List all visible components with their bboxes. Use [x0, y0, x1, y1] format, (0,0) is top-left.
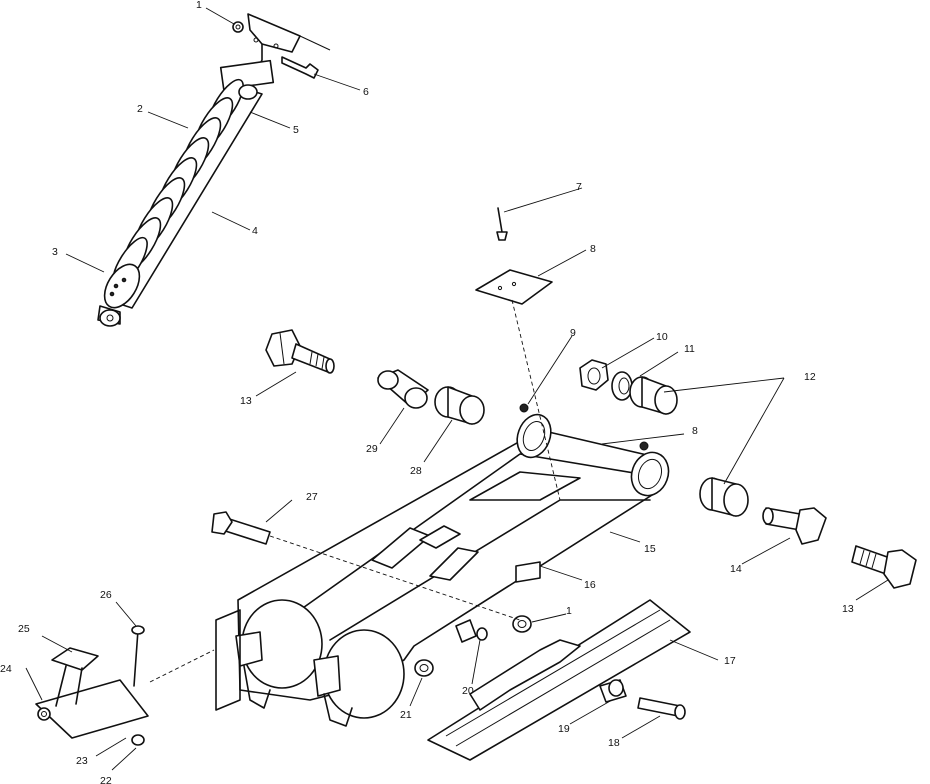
leader-lines — [25, 7, 889, 771]
nut-1-lower — [512, 615, 532, 633]
bolt-18 — [637, 697, 686, 720]
callout-8-upper: 8 — [590, 243, 596, 255]
callout-23: 23 — [76, 755, 88, 767]
upper-shock-mount — [219, 13, 331, 91]
callout-4: 4 — [252, 225, 258, 237]
slide-rail — [427, 599, 691, 761]
callout-9: 9 — [570, 327, 576, 339]
callout-12: 12 — [804, 371, 816, 383]
callout-29: 29 — [366, 443, 378, 455]
left-bracket-assembly — [35, 625, 149, 746]
callout-1-upper: 1 — [196, 0, 202, 11]
callout-10: 10 — [656, 331, 668, 343]
callout-8-lower: 8 — [692, 425, 698, 437]
cotter-pin — [496, 207, 508, 241]
shock-absorber — [97, 78, 263, 327]
bushing-28 — [434, 386, 485, 425]
callout-26: 26 — [100, 589, 112, 601]
pivot-bolt-14 — [762, 507, 827, 545]
callout-14: 14 — [730, 563, 742, 575]
pivot-bolt-right — [851, 545, 917, 589]
pivot-bolt-left — [265, 329, 335, 374]
callout-13-right: 13 — [842, 603, 854, 615]
callout-6: 6 — [363, 86, 369, 98]
nut-21 — [414, 659, 434, 677]
bushing-12-lower — [699, 477, 749, 517]
coil-spring — [112, 78, 244, 288]
callout-7: 7 — [576, 181, 582, 193]
callout-19: 19 — [558, 723, 570, 735]
callout-2: 2 — [137, 103, 143, 115]
callout-3: 3 — [52, 246, 58, 258]
callout-18: 18 — [608, 737, 620, 749]
callout-16: 16 — [584, 579, 596, 591]
callout-22: 22 — [100, 775, 112, 784]
bolt-27 — [211, 511, 271, 545]
callout-25: 25 — [18, 623, 30, 635]
swing-arm — [215, 403, 670, 727]
callout-11: 11 — [684, 343, 695, 355]
callout-21: 21 — [400, 709, 412, 721]
callout-15: 15 — [644, 543, 656, 555]
nut-10 — [579, 359, 609, 391]
callout-5: 5 — [293, 124, 299, 136]
washer-11 — [611, 371, 633, 401]
callout-20: 20 — [462, 685, 474, 697]
callout-24: 24 — [0, 663, 12, 675]
bracket-20 — [455, 619, 488, 643]
bushing-29 — [377, 369, 429, 409]
callout-28: 28 — [410, 465, 422, 477]
callout-labels: 1 2 3 4 5 6 7 8 8 9 10 11 12 13 13 14 15… — [0, 0, 854, 784]
bushing-12-upper — [629, 376, 678, 415]
callout-27: 27 — [306, 491, 318, 503]
callout-17: 17 — [724, 655, 736, 667]
callout-13-left: 13 — [240, 395, 252, 407]
chain-guide-plate — [475, 269, 553, 305]
callout-1-lower: 1 — [566, 605, 572, 617]
